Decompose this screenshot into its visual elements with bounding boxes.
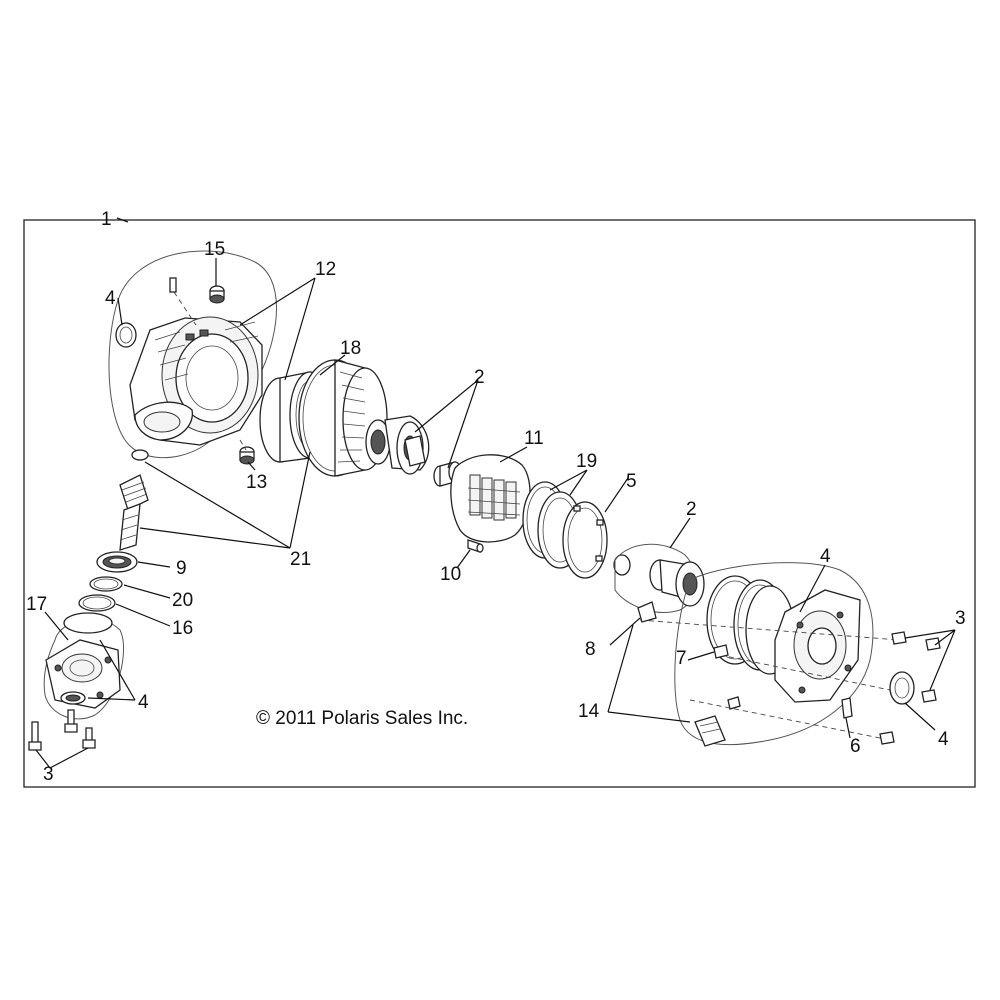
- callout-18: 18: [340, 338, 361, 359]
- callout-2-left: 2: [474, 367, 485, 388]
- bolts-3-left: [28, 709, 96, 751]
- callout-14: 14: [578, 701, 600, 722]
- callout-10: 10: [440, 564, 461, 585]
- bearing-2-left: [365, 415, 430, 475]
- main-housing: [108, 250, 277, 459]
- callout-4-left: 4: [138, 692, 149, 713]
- small-fitting: [727, 696, 741, 710]
- callout-3-left: 3: [43, 764, 54, 785]
- assembly-frame: [23, 219, 976, 788]
- callout-7: 7: [676, 648, 687, 669]
- part-14-block: [694, 715, 726, 747]
- callout-12: 12: [315, 259, 336, 280]
- pinion-21: [119, 449, 149, 551]
- callout-6: 6: [850, 736, 861, 757]
- callout-4-right-bottom: 4: [938, 729, 949, 750]
- bolts-3-right: [879, 631, 941, 745]
- breather-fitting: [169, 277, 197, 326]
- callout-4-top: 4: [105, 288, 116, 309]
- ring-16: [78, 594, 116, 612]
- ring-20: [89, 576, 123, 592]
- leader-lines: [35, 217, 956, 769]
- callout-11: 11: [524, 428, 544, 449]
- bearing-9: [96, 551, 138, 573]
- plug-15: [209, 285, 225, 304]
- callout-13: 13: [246, 472, 267, 493]
- seal-4-top: [115, 322, 137, 348]
- callout-19: 19: [576, 451, 597, 472]
- part-7: [713, 644, 729, 659]
- bearing-2-right: [613, 543, 705, 613]
- callout-20: 20: [172, 590, 193, 611]
- pin-6: [841, 697, 853, 719]
- callout-8: 8: [585, 639, 596, 660]
- right-cover: [639, 562, 901, 746]
- callout-3-right: 3: [955, 608, 966, 629]
- part-8: [637, 601, 657, 623]
- callout-1: 1: [101, 209, 112, 230]
- callout-5: 5: [626, 471, 637, 492]
- carrier-11: [450, 454, 531, 543]
- pin-10: [467, 539, 484, 553]
- copyright-text: © 2011 Polaris Sales Inc.: [256, 708, 468, 729]
- callout-9: 9: [176, 558, 187, 579]
- callout-16: 16: [172, 618, 193, 639]
- pinion-housing-17: [43, 612, 124, 720]
- callout-2-right: 2: [686, 499, 697, 520]
- callout-21: 21: [290, 549, 311, 570]
- seal-4-right: [889, 671, 915, 705]
- callout-4-right-top: 4: [820, 546, 831, 567]
- callout-17: 17: [26, 594, 47, 615]
- callout-15: 15: [204, 239, 225, 260]
- plug-13: [239, 439, 255, 465]
- ring-5: [562, 501, 608, 579]
